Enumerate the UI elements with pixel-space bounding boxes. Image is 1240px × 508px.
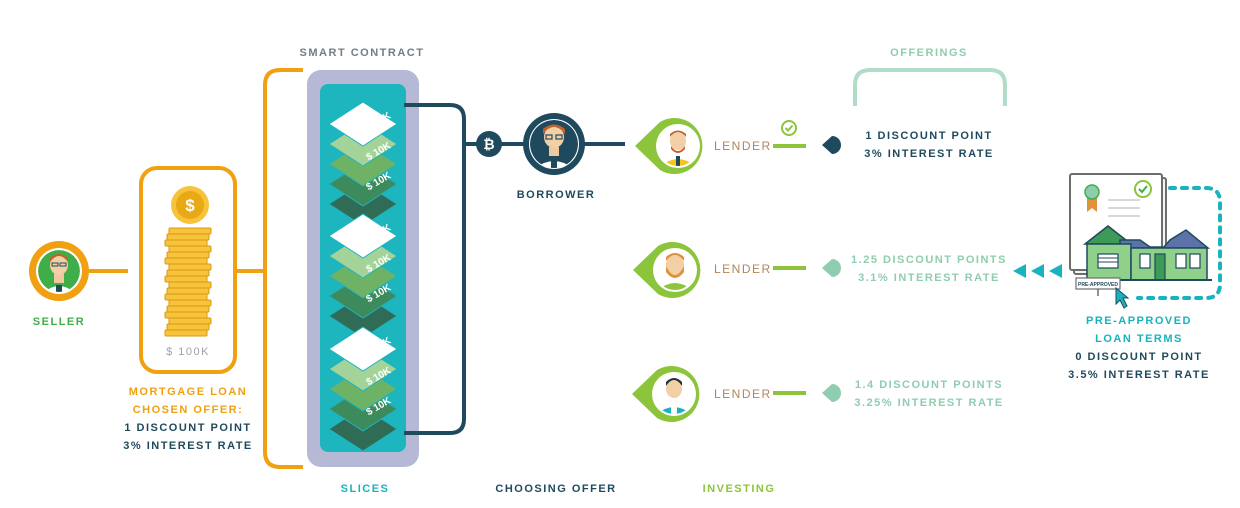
lender-2-marker: [822, 259, 841, 277]
seller-avatar: [38, 250, 80, 292]
bitcoin-icon: ₿: [476, 131, 502, 157]
coin: [166, 233, 210, 241]
pre-approved-sign: PRE-APPROVED: [1075, 277, 1121, 296]
lender-2-label: LENDER: [714, 262, 772, 276]
choosing-offer-label: CHOOSING OFFER: [495, 483, 617, 495]
smart-contract-label: SMART CONTRACT: [299, 47, 425, 59]
coin: [166, 269, 210, 277]
seller-label: SELLER: [32, 316, 86, 328]
lender-3-label: LENDER: [714, 387, 772, 401]
borrower-label: BORROWER: [516, 189, 596, 201]
lender-3-marker: [822, 384, 841, 402]
coin: [166, 305, 210, 313]
borrower-avatar: [530, 120, 578, 168]
loan-amount-label: $ 100K: [166, 346, 210, 358]
lender-node-3: [632, 366, 841, 423]
lender-1-rate: 3% INTEREST RATE: [864, 148, 994, 160]
lender-3-discount: 1.4 DISCOUNT POINTS: [854, 379, 1004, 391]
lender-1-discount: 1 DISCOUNT POINT: [865, 130, 993, 142]
pre-approved-document: PRE-APPROVED: [1069, 173, 1222, 309]
coin: [164, 257, 208, 265]
lender-1-label: LENDER: [714, 139, 772, 153]
loan-amount-box: $: [139, 166, 265, 374]
flow-loop: [1136, 186, 1222, 300]
chosen-offer-line-4: 3% INTEREST RATE: [123, 440, 253, 452]
slice-layer: [328, 101, 398, 147]
slice-layer: [328, 213, 398, 259]
slice-stacks: $ 10K$ 10K$ 10K$ 10K$ 10K$ 10K$ 10K$ 10K…: [328, 101, 398, 452]
coin: [164, 275, 208, 283]
chosen-offer-line-1: MORTGAGE LOAN: [128, 386, 248, 398]
pre-approved-block: PRE-APPROVED LOAN TERMS 0 DISCOUNT POINT…: [1068, 312, 1210, 384]
lender-2-offer: 1.25 DISCOUNT POINTS 3.1% INTEREST RATE: [851, 251, 1007, 287]
coin: [164, 239, 208, 247]
check-icon: [781, 120, 797, 136]
lender-3-offer: 1.4 DISCOUNT POINTS 3.25% INTEREST RATE: [854, 376, 1003, 412]
svg-text:₿: ₿: [483, 136, 494, 152]
lender-1-marker: [822, 136, 842, 154]
arrow-to-offer: [1013, 264, 1062, 278]
coin: [168, 227, 212, 235]
svg-text:$: $: [185, 196, 195, 215]
contract-bracket: [404, 103, 466, 435]
lender-3-avatar: [654, 374, 694, 414]
smart-contract-container: $ 10K$ 10K$ 10K$ 10K$ 10K$ 10K$ 10K$ 10K…: [307, 70, 419, 467]
slices-label: SLICES: [340, 483, 390, 495]
pre-approved-line-2: LOAN TERMS: [1095, 333, 1183, 345]
lender-1-offer: 1 DISCOUNT POINT 3% INTEREST RATE: [864, 127, 994, 163]
offerings-label: OFFERINGS: [890, 47, 968, 59]
lender-2-rate: 3.1% INTEREST RATE: [858, 272, 1000, 284]
coin: [168, 263, 212, 271]
svg-text:PRE-APPROVED: PRE-APPROVED: [1078, 282, 1118, 288]
chosen-offer-line-3: 1 DISCOUNT POINT: [124, 422, 252, 434]
lender-node-1: [635, 118, 842, 174]
slices-bracket: [263, 68, 303, 469]
slice-layer: [328, 326, 398, 372]
chosen-offer-block: MORTGAGE LOAN CHOSEN OFFER: 1 DISCOUNT P…: [123, 383, 253, 455]
coin: [168, 317, 212, 325]
lender-3-rate: 3.25% INTEREST RATE: [854, 397, 1004, 409]
coin: [168, 281, 212, 289]
pre-approved-line-4: 3.5% INTEREST RATE: [1068, 369, 1210, 381]
cursor-icon: [1115, 286, 1130, 309]
investing-label: INVESTING: [702, 483, 776, 495]
lender-2-discount: 1.25 DISCOUNT POINTS: [851, 254, 1007, 266]
coin: [166, 323, 210, 331]
coin-stack: [164, 227, 212, 337]
loan-amount-frame: [139, 166, 237, 374]
coin: [168, 299, 212, 307]
award-ribbon-icon: [1084, 184, 1100, 212]
chosen-offer-line-2: CHOSEN OFFER:: [132, 404, 244, 416]
coin: [166, 287, 210, 295]
borrower-node: [523, 113, 625, 175]
coin: [166, 251, 210, 259]
coin: [164, 293, 208, 301]
seller-node: [29, 241, 128, 301]
coin: [168, 245, 212, 253]
dollar-coin-icon: $: [171, 186, 209, 224]
pre-approved-line-3: 0 DISCOUNT POINT: [1075, 351, 1203, 363]
check-icon: [1134, 180, 1152, 198]
offerings-bracket: [853, 68, 1007, 106]
lender-node-2: [633, 242, 841, 298]
coin: [164, 311, 208, 319]
coin: [164, 329, 208, 337]
pre-approved-line-1: PRE-APPROVED: [1085, 315, 1193, 327]
